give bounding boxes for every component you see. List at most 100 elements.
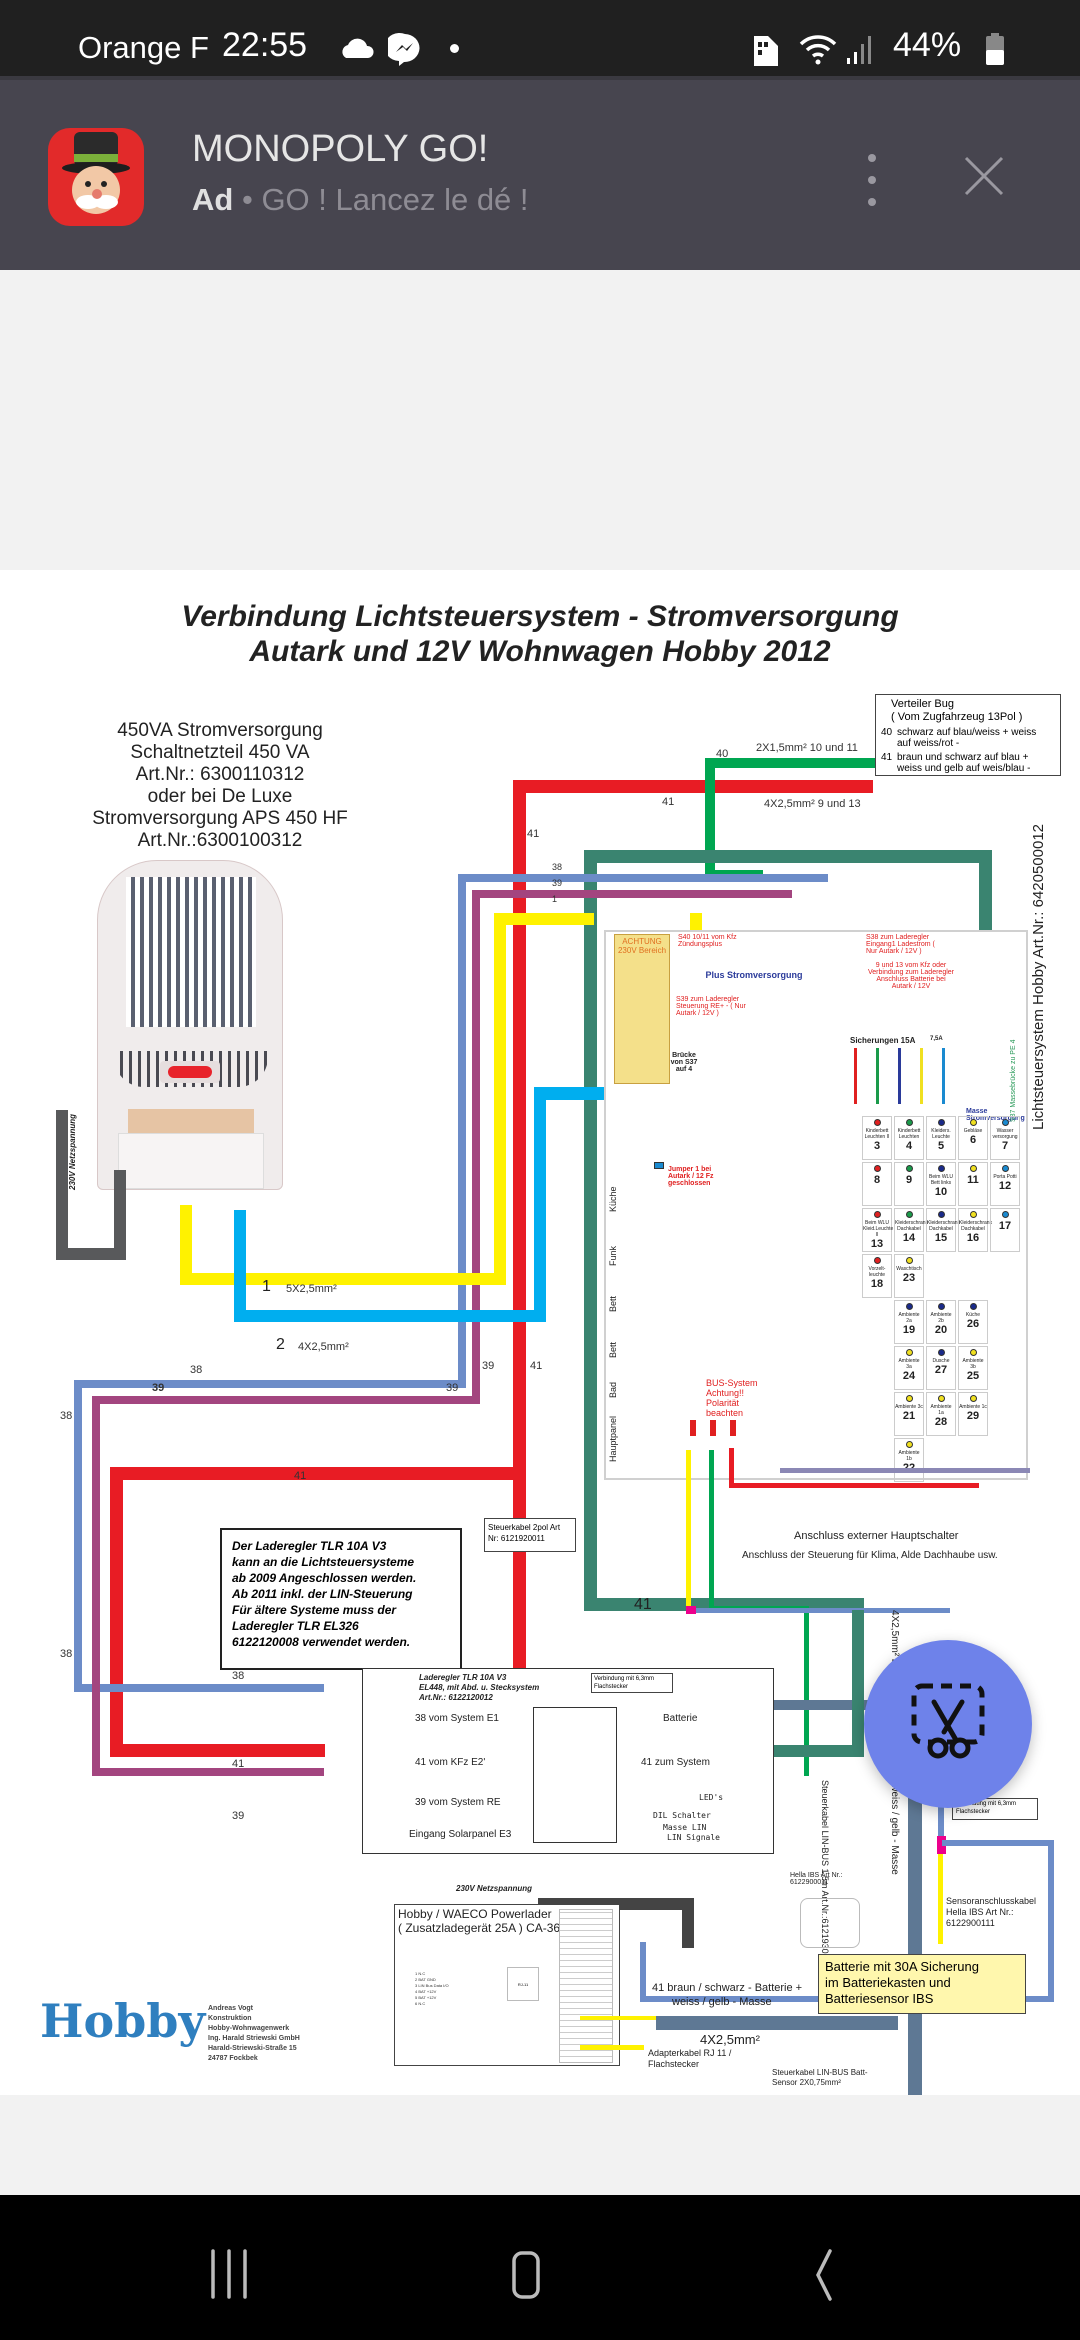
wire-38-blue (458, 874, 828, 882)
carrier-name: Orange F (78, 30, 209, 65)
pinout-table: 1 N.C 2 BAT GND 3 LIN Bus Data I/O 4 BAT… (415, 1971, 475, 2007)
wire-yellow (580, 2016, 656, 2020)
home-icon[interactable] (498, 2235, 578, 2305)
navigation-bar (0, 2195, 1080, 2340)
note-line: Laderegler TLR EL326 (232, 1619, 359, 1633)
cloud-icon (342, 38, 374, 58)
channel-label: Kleiderschrank Dachkabel (895, 1220, 929, 1232)
s38-note: S38 zum Laderegler Eingang1 Ladestrom ( … (866, 934, 935, 955)
channel-number: 20 (934, 1324, 948, 1336)
channel-led (969, 1211, 977, 1218)
pin-number: 40 (881, 727, 893, 738)
wire-sensor-yellow (938, 1854, 943, 1944)
ext-switch-label: Anschluss externer Hauptschalter (794, 1530, 959, 1542)
wire-label: 41 (232, 1758, 245, 1770)
wire-38-blue (74, 1380, 82, 1692)
output-label: Batterie (663, 1713, 698, 1724)
note-line: Ab 2011 inkl. der LIN-Steuerung (232, 1587, 413, 1601)
bus-warning: BUS-System Achtung!! Polarität beachten (706, 1378, 758, 1418)
sim-icon (754, 36, 778, 66)
channel-label: Ambiente 2b (930, 1312, 952, 1324)
monopoly-app-icon[interactable] (48, 128, 144, 226)
note-line: Der Laderegler TLR 10A V3 (232, 1539, 387, 1553)
wire-41-red (110, 1467, 123, 1757)
pin-description: schwarz auf blau/weiss + weiss auf weiss… (897, 727, 1037, 749)
cable-spec: 2X1,5mm² 10 und 11 (756, 742, 858, 754)
wire-2-cyan (234, 1310, 546, 1322)
pin-row: 5 BAT +12V (415, 1995, 437, 2000)
jumper (654, 1162, 664, 1169)
channel-label: Porta Potti (993, 1174, 1017, 1180)
wire-1-yellow (494, 913, 506, 1285)
battery-line: Batteriesensor IBS (825, 1991, 934, 2006)
recents-icon[interactable] (195, 2235, 275, 2305)
wire-yellow (580, 2045, 644, 2050)
channel-led (873, 1165, 881, 1172)
dil-label: DIL Schalter (653, 1811, 711, 1820)
viewer-background-bottom (0, 2095, 1080, 2195)
cable-41-system (852, 1610, 864, 1757)
channel-number: 17 (998, 1220, 1012, 1232)
laderegler-title: Laderegler TLR 10A V3 EL448, mit Abd. u.… (419, 1673, 539, 1703)
wire-label: 39 (552, 878, 563, 888)
channel-number: 9 (905, 1174, 913, 1186)
channel-led (905, 1395, 913, 1402)
wire-41-teal (584, 850, 597, 1610)
wire-label: 41 (294, 1470, 307, 1482)
wire-label: 41 (634, 1596, 652, 1613)
powerlader-battery-cable (656, 2016, 898, 2030)
ad-subtitle: Ad • GO ! Lancez le dé ! (192, 182, 529, 218)
ad-separator: • (241, 182, 253, 217)
channel-number: 6 (969, 1134, 977, 1146)
more-vert-icon[interactable] (860, 150, 884, 220)
psu-description: 450VA Stromversorgung Schaltnetzteil 450… (60, 720, 380, 852)
powerlader-cable-label: 41 braun / schwarz - Batterie + (652, 1982, 803, 1994)
wire-klima-red (729, 1483, 979, 1488)
close-icon[interactable] (960, 152, 1008, 200)
channel-number: 24 (902, 1370, 916, 1382)
wire-lin-green (709, 1450, 714, 1610)
battery-icon (986, 33, 1004, 65)
psu-line: Art.Nr.: 6300110312 (135, 764, 305, 785)
channel-label: Vorzelt- leuchte (868, 1266, 886, 1278)
channel-led (937, 1211, 945, 1218)
lin-connector (730, 1420, 736, 1436)
channel-led (969, 1303, 977, 1310)
s40-note: S40 10/11 vom Kfz Zündungsplus (678, 934, 737, 948)
input-label: 41 vom KFz E2' (415, 1757, 486, 1768)
psu-switch (160, 1061, 220, 1083)
viewer-background-top (0, 270, 1080, 570)
channel-led (873, 1257, 881, 1264)
channel-led (969, 1119, 977, 1126)
light-channel: 9 (894, 1162, 924, 1206)
wire-klima-red (729, 1448, 734, 1488)
powerlader-mains-cable (682, 1898, 694, 1948)
ad-tagline: GO ! Lancez le dé ! (261, 182, 529, 217)
regler-title-line: EL448, mit Abd. u. Stecksystem (419, 1683, 540, 1692)
channel-number: 11 (967, 1174, 979, 1186)
wifi-icon (799, 35, 837, 65)
screenshot-fab-button[interactable] (864, 1640, 1032, 1808)
back-icon[interactable] (800, 2235, 880, 2305)
output-label: 41 zum System (641, 1757, 710, 1768)
wiring-diagram-image[interactable]: Verbindung Lichtsteuersystem - Stromvers… (0, 570, 1080, 2095)
wire-1-yellow (180, 1205, 192, 1285)
lin-connector (690, 1420, 696, 1436)
signal-icon (847, 36, 871, 64)
ad-title[interactable]: MONOPOLY GO! (192, 128, 489, 170)
channel-label: Beim WLU Bett links (929, 1174, 953, 1186)
side-label: Küche (608, 1186, 618, 1212)
lin-sensor-cable-label: Steuerkabel LIN-BUS Batt-Sensor 2X0,75mm… (772, 2068, 868, 2087)
klima-label: Anschluss der Steuerung für Klima, Alde … (742, 1550, 998, 1561)
channel-label: Ambiente 1b (898, 1450, 920, 1462)
warning-230v-box: ACHTUNG 230V Bereich (614, 934, 670, 1084)
ad-banner[interactable]: MONOPOLY GO! Ad • GO ! Lancez le dé ! (0, 76, 1080, 270)
wire-39-purple (92, 1396, 100, 1776)
wire-41-red (513, 780, 526, 1680)
